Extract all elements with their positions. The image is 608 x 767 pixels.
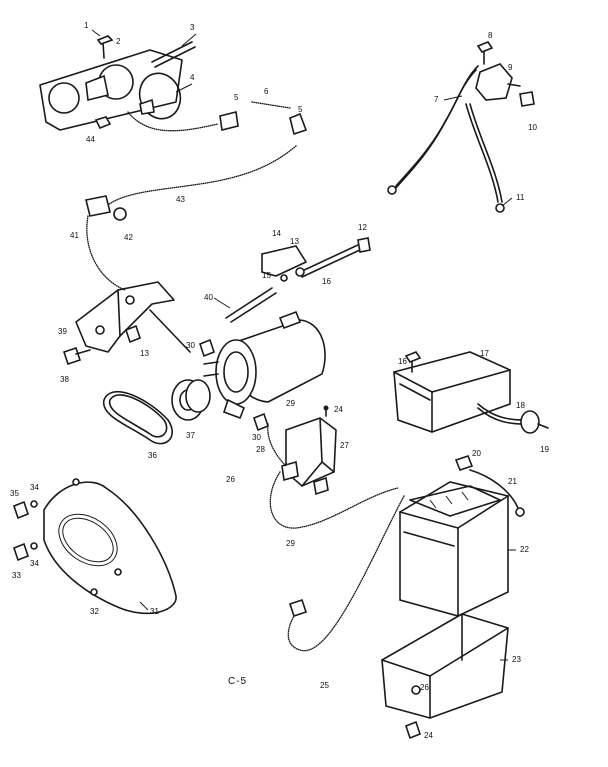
callout-32: 32 — [90, 607, 99, 616]
instrument-panel — [39, 35, 183, 131]
callout-23: 23 — [512, 655, 521, 664]
screw-16 — [404, 351, 422, 373]
wire-26 — [269, 471, 399, 529]
bracket-39 — [75, 281, 191, 353]
callout-9: 9 — [508, 63, 513, 72]
belt-36 — [103, 390, 174, 445]
rivet-32 — [90, 588, 98, 596]
callout-7: 7 — [434, 95, 439, 104]
callout-42: 42 — [124, 233, 133, 242]
battery-cable-21 — [469, 469, 525, 517]
fan-shroud-31 — [43, 478, 177, 615]
callout-6: 6 — [264, 87, 269, 96]
callout-16a: 16 — [322, 277, 331, 286]
callout-44: 44 — [86, 135, 95, 144]
wire-7 — [387, 65, 479, 195]
regulator-27 — [281, 417, 337, 496]
callout-35: 35 — [10, 489, 19, 498]
screws-33-35 — [13, 500, 38, 562]
callout-16b: 16 — [398, 357, 407, 366]
callout-43: 43 — [176, 195, 185, 204]
callout-41: 41 — [70, 231, 79, 240]
bolt-13-lower — [125, 324, 141, 344]
sending-unit-9 — [475, 41, 535, 107]
callout-24b: 24 — [424, 731, 433, 740]
switch-42 — [85, 195, 127, 291]
callout-31: 31 — [150, 607, 159, 616]
callout-30a: 30 — [186, 341, 195, 350]
gauge-lens — [138, 72, 182, 120]
callout-34a: 34 — [30, 483, 39, 492]
callout-40: 40 — [204, 293, 213, 302]
callout-25: 25 — [320, 681, 329, 690]
nut-24-regulator — [323, 405, 329, 417]
callout-30b: 30 — [252, 433, 261, 442]
cable-25 — [287, 495, 405, 652]
rod-40 — [225, 287, 277, 323]
callout-10: 10 — [528, 123, 537, 132]
callout-34b: 34 — [30, 559, 39, 568]
callout-labels: 1 2 3 4 5 6 5 44 43 42 41 7 8 9 10 11 12… — [10, 21, 549, 740]
wire-11 — [465, 103, 505, 213]
figure-code: C-5 — [228, 676, 247, 687]
battery-cover-17 — [393, 351, 511, 433]
nut-30-upper — [199, 338, 215, 358]
callout-11: 11 — [516, 193, 525, 202]
harness-18-19 — [477, 403, 549, 434]
bolt-12 — [299, 237, 371, 278]
callout-13a: 13 — [290, 237, 299, 246]
callout-5b: 5 — [298, 105, 303, 114]
callout-2: 2 — [116, 37, 121, 46]
nut-30-lower — [253, 412, 269, 432]
callout-27: 27 — [340, 441, 349, 450]
callout-21: 21 — [508, 477, 517, 486]
callout-38: 38 — [60, 375, 69, 384]
battery-22 — [399, 481, 509, 617]
strap-3 — [151, 41, 196, 68]
callout-5a: 5 — [234, 93, 239, 102]
callout-26a: 29 — [286, 539, 295, 548]
nut-24-tray — [405, 720, 421, 740]
callout-20: 20 — [472, 449, 481, 458]
pulley-37 — [171, 379, 211, 421]
callout-22: 22 — [520, 545, 529, 554]
callout-28a: 28 — [256, 445, 265, 454]
callout-3: 3 — [190, 23, 195, 32]
callout-26b: 26 — [420, 683, 429, 692]
battery-tray-23 — [381, 613, 509, 719]
harness-5-6 — [127, 101, 308, 136]
callout-12: 12 — [358, 223, 367, 232]
callout-4: 4 — [190, 73, 195, 82]
callout-37: 37 — [186, 431, 195, 440]
callout-29: 29 — [286, 399, 295, 408]
callout-19: 19 — [540, 445, 549, 454]
leader-lines — [91, 29, 516, 661]
callout-15: 15 — [262, 271, 271, 280]
wire-28 — [267, 423, 287, 467]
callout-13b: 13 — [140, 349, 149, 358]
nut-44 — [94, 116, 112, 130]
harness-43 — [107, 145, 297, 206]
callout-17: 17 — [480, 349, 489, 358]
callout-28b: 26 — [226, 475, 235, 484]
callout-39: 39 — [58, 327, 67, 336]
callout-8: 8 — [488, 31, 493, 40]
callout-24a: 24 — [334, 405, 343, 414]
callout-1: 1 — [84, 21, 89, 30]
terminal-20 — [454, 455, 474, 471]
callout-33: 33 — [12, 571, 21, 580]
bracket-14 — [261, 245, 308, 282]
callout-14: 14 — [272, 229, 281, 238]
bolt-38 — [62, 346, 91, 366]
callout-36: 36 — [148, 451, 157, 460]
starter-generator-29 — [203, 310, 326, 420]
callout-18: 18 — [516, 401, 525, 410]
